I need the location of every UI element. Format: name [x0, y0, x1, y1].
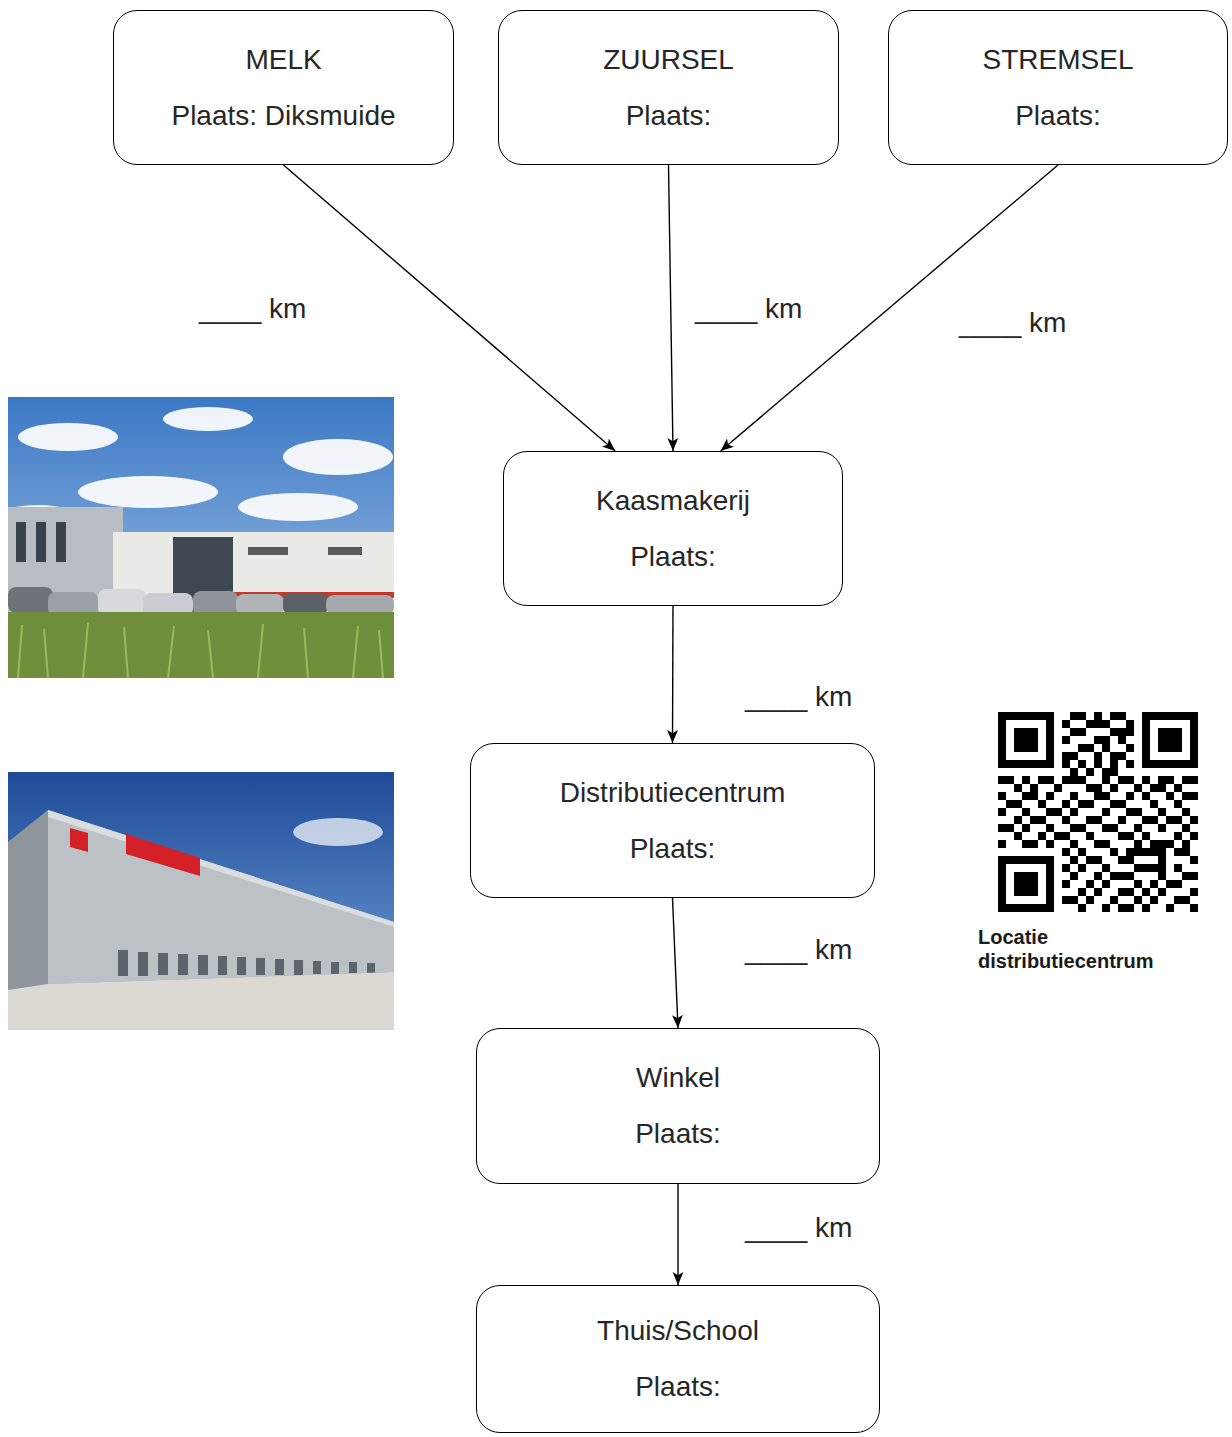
ground: [8, 972, 394, 1030]
box-heading: Distributiecentrum: [560, 776, 786, 810]
process-box: STREMSEL Plaats:: [888, 10, 1228, 165]
distance-label: ____ km: [743, 1211, 854, 1245]
warehouse-photo: [8, 772, 394, 1030]
qr-modules: [998, 712, 1198, 912]
qr-caption: Locatie distributiecentrum: [978, 925, 1203, 973]
qr-code: [998, 712, 1198, 912]
distance-label: ____ km: [197, 292, 308, 326]
box-text: Plaats:: [1015, 99, 1101, 133]
distance-label: ____ km: [957, 306, 1068, 340]
flow-arrow: [672, 606, 674, 743]
cloud: [293, 818, 383, 846]
box-text: Plaats:: [630, 540, 716, 574]
distance-label: ____ km: [743, 933, 854, 967]
warehouse-side: [8, 810, 48, 990]
process-box: WinkelPlaats:: [476, 1028, 880, 1184]
flow-arrow: [677, 1184, 678, 1285]
distance-label: ____ km: [743, 680, 854, 714]
box-text: Plaats:: [626, 99, 712, 133]
sky: [8, 397, 394, 678]
flow-arrow: [669, 165, 674, 451]
process-box: ZUURSEL Plaats:: [498, 10, 839, 165]
box-text: Plaats: Diksmuide: [171, 99, 395, 133]
grass-blades: [18, 623, 383, 678]
box-heading: Thuis/School: [597, 1314, 759, 1348]
loading-doors: [118, 950, 375, 976]
shop-sign: [126, 834, 200, 876]
distance-label: ____ km: [693, 292, 804, 326]
shop-sign: [70, 828, 88, 852]
process-box: KaasmakerijPlaats:: [503, 451, 843, 606]
grass: [8, 612, 394, 678]
flow-arrow: [673, 898, 679, 1028]
process-box: MELK Plaats: Diksmuide: [113, 10, 454, 165]
warehouse-front: [48, 810, 394, 984]
box-text: Plaats:: [635, 1117, 721, 1151]
box-heading: Winkel: [636, 1061, 720, 1095]
box-heading: STREMSEL: [983, 43, 1134, 77]
process-box: DistributiecentrumPlaats:: [470, 743, 875, 898]
box-heading: Kaasmakerij: [596, 484, 750, 518]
factory-photo: [8, 397, 394, 678]
box-text: Plaats:: [635, 1370, 721, 1404]
warehouse-roofline: [48, 810, 394, 927]
sky: [8, 772, 394, 1030]
box-heading: ZUURSEL: [603, 43, 734, 77]
box-text: Plaats:: [630, 832, 716, 866]
process-box: Thuis/SchoolPlaats:: [476, 1285, 880, 1433]
qr-finder: [998, 712, 1198, 912]
box-heading: MELK: [245, 43, 321, 77]
